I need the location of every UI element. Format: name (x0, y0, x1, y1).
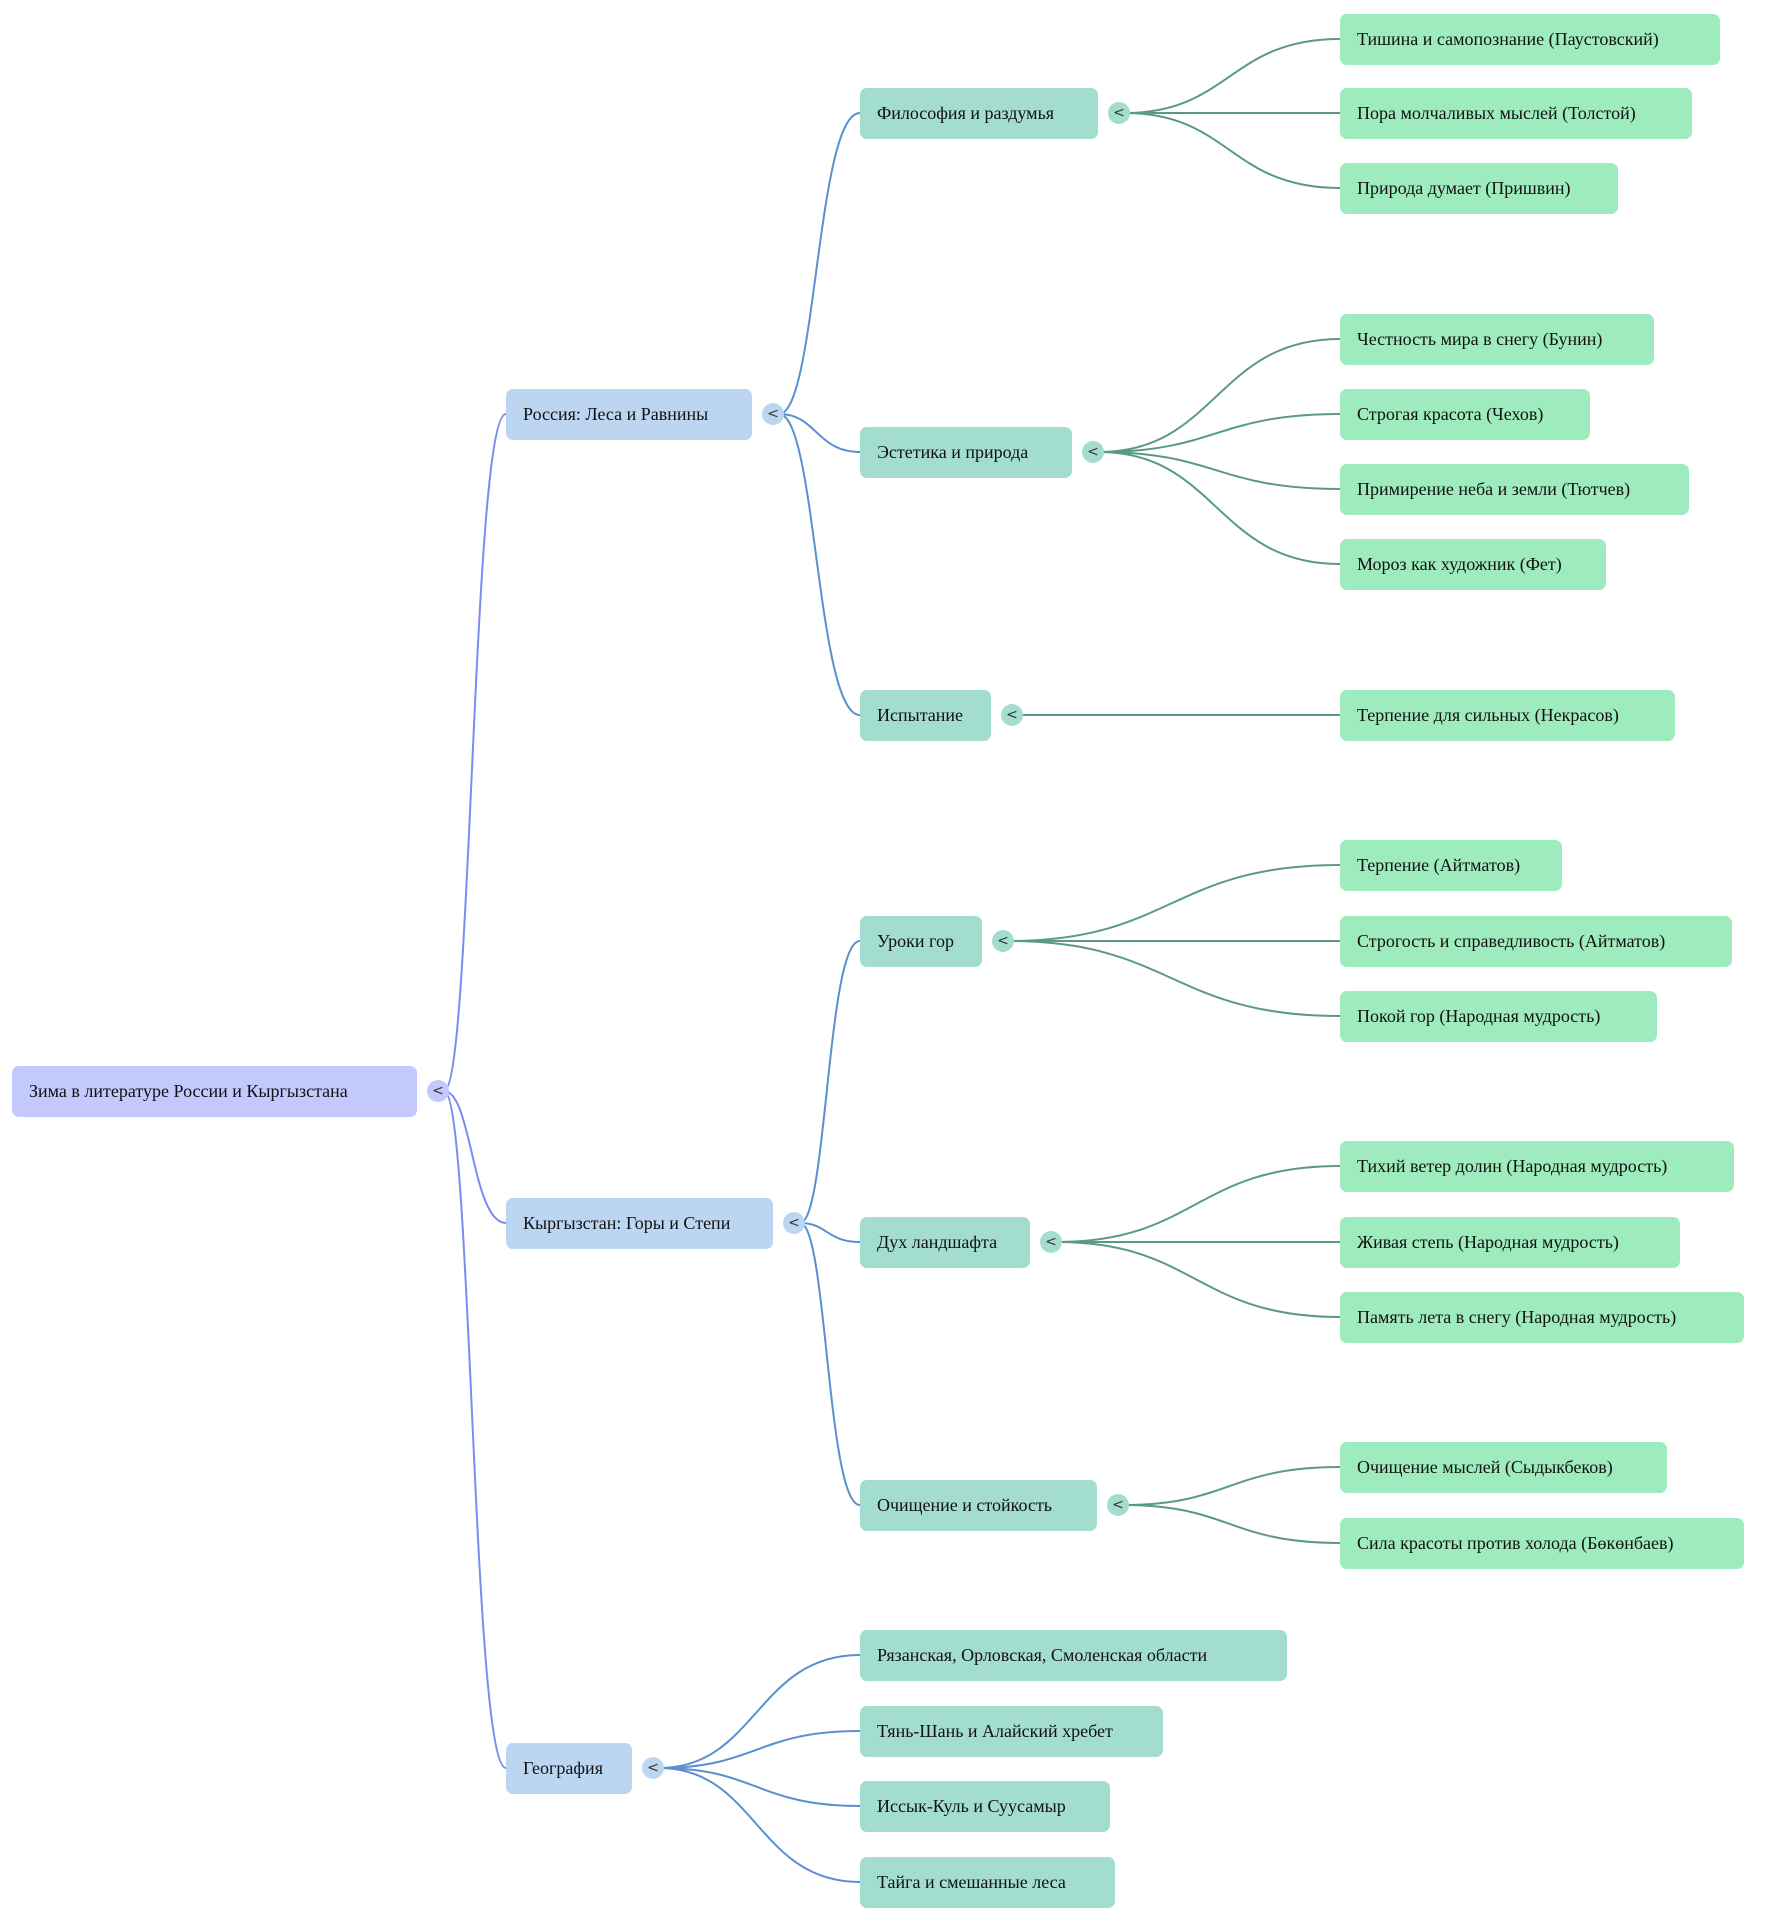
node-label: Природа думает (Пришвин) (1357, 177, 1571, 198)
node-label: Мороз как художник (Фет) (1357, 553, 1562, 574)
leaf-node[interactable]: Тянь-Шань и Алайский хребет (860, 1705, 1163, 1757)
connector-line (658, 1730, 861, 1769)
node-label: Эстетика и природа (877, 441, 1029, 462)
leaf-node[interactable]: Мороз как художник (Фет) (1340, 538, 1606, 590)
branch-node[interactable]: Очищение и стойкость (860, 1479, 1097, 1531)
node-label: Очищение и стойкость (877, 1494, 1053, 1515)
leaf-node[interactable]: Пора молчаливых мыслей (Толстой) (1340, 87, 1692, 139)
branch-node[interactable]: Испытание (860, 689, 991, 741)
connector-line (658, 1767, 861, 1807)
branch-node[interactable]: Эстетика и природа (860, 426, 1072, 478)
connector-line (1098, 413, 1341, 453)
leaf-node[interactable]: Строгость и справедливость (Айтматов) (1340, 915, 1732, 967)
connector-line (1123, 1466, 1341, 1506)
leaf-node[interactable]: Примирение неба и земли (Тютчев) (1340, 463, 1689, 515)
connector-line (799, 940, 861, 1224)
connector-line (443, 1090, 507, 1224)
node-label: География (523, 1757, 603, 1778)
leaf-node[interactable]: Честность мира в снегу (Бунин) (1340, 313, 1654, 365)
connector-line (658, 1654, 861, 1769)
collapse-toggle-icon[interactable]: < (427, 1080, 449, 1102)
collapse-toggle-icon[interactable]: < (783, 1212, 805, 1234)
node-label: Дух ландшафта (877, 1231, 998, 1252)
node-label: Строгость и справедливость (Айтматов) (1357, 930, 1666, 951)
node-label: Пора молчаливых мыслей (Толстой) (1357, 102, 1636, 123)
branch-node[interactable]: Уроки гор (860, 915, 982, 967)
connector-line (778, 112, 861, 415)
collapse-toggle-icon[interactable]: < (1082, 441, 1104, 463)
leaf-node[interactable]: Строгая красота (Чехов) (1340, 388, 1590, 440)
connector-line (799, 1222, 861, 1506)
leaf-node[interactable]: Рязанская, Орловская, Смоленская области (860, 1629, 1287, 1681)
leaf-node[interactable]: Природа думает (Пришвин) (1340, 162, 1618, 214)
connector-line (658, 1767, 861, 1883)
leaf-node[interactable]: Терпение для сильных (Некрасов) (1340, 689, 1675, 741)
node-label: Испытание (877, 704, 964, 725)
node-label: Зима в литературе России и Кыргызстана (29, 1080, 348, 1101)
connector-line (1124, 38, 1341, 114)
connector-line (1124, 112, 1341, 189)
connector-line (1098, 451, 1341, 490)
collapse-toggle-icon[interactable]: < (642, 1757, 664, 1779)
node-label: Уроки гор (877, 930, 954, 951)
branch-node[interactable]: Россия: Леса и Равнины (506, 388, 752, 440)
leaf-node[interactable]: Иссык-Куль и Суусамыр (860, 1780, 1110, 1832)
branch-node[interactable]: География (506, 1742, 632, 1794)
node-label: Живая степь (Народная мудрость) (1357, 1231, 1619, 1252)
node-label: Терпение (Айтматов) (1357, 854, 1521, 875)
node-label: Кыргызстан: Горы и Степи (523, 1212, 731, 1233)
connector-line (443, 1090, 507, 1769)
connector-line (1008, 940, 1341, 1017)
node-label: Сила красоты против холода (Бөкөнбаев) (1357, 1532, 1674, 1553)
node-label: Тянь-Шань и Алайский хребет (877, 1720, 1113, 1741)
node-label: Философия и раздумья (877, 102, 1055, 123)
node-label: Память лета в снегу (Народная мудрость) (1357, 1306, 1677, 1327)
leaf-node[interactable]: Тайга и смешанные леса (860, 1856, 1115, 1908)
connector-line (799, 1222, 861, 1243)
node-label: Иссык-Куль и Суусамыр (877, 1795, 1066, 1816)
connector-line (778, 413, 861, 453)
node-label: Честность мира в снегу (Бунин) (1357, 328, 1603, 349)
leaf-node[interactable]: Терпение (Айтматов) (1340, 839, 1562, 891)
connector-line (1056, 1241, 1341, 1318)
node-label: Покой гор (Народная мудрость) (1357, 1005, 1601, 1026)
leaf-node[interactable]: Сила красоты против холода (Бөкөнбаев) (1340, 1517, 1744, 1569)
leaf-node[interactable]: Очищение мыслей (Сыдыкбеков) (1340, 1441, 1667, 1493)
collapse-toggle-icon[interactable]: < (762, 403, 784, 425)
node-label: Россия: Леса и Равнины (523, 403, 709, 424)
node-label: Терпение для сильных (Некрасов) (1357, 704, 1619, 725)
node-label: Тихий ветер долин (Народная мудрость) (1357, 1155, 1668, 1176)
branch-node[interactable]: Кыргызстан: Горы и Степи (506, 1197, 773, 1249)
collapse-toggle-icon[interactable]: < (1107, 1494, 1129, 1516)
leaf-node[interactable]: Память лета в снегу (Народная мудрость) (1340, 1291, 1744, 1343)
connector-line (1056, 1165, 1341, 1243)
collapse-toggle-icon[interactable]: < (1108, 102, 1130, 124)
node-label: Строгая красота (Чехов) (1357, 403, 1544, 424)
connector-line (778, 413, 861, 716)
leaf-node[interactable]: Тишина и самопознание (Паустовский) (1340, 13, 1720, 65)
node-label: Примирение неба и земли (Тютчев) (1357, 478, 1631, 499)
node-label: Тайга и смешанные леса (877, 1871, 1066, 1892)
leaf-node[interactable]: Покой гор (Народная мудрость) (1340, 990, 1657, 1042)
leaf-node[interactable]: Тихий ветер долин (Народная мудрость) (1340, 1140, 1734, 1192)
node-label: Рязанская, Орловская, Смоленская области (877, 1644, 1208, 1665)
collapse-toggle-icon[interactable]: < (1040, 1231, 1062, 1253)
connector-line (1098, 338, 1341, 453)
collapse-toggle-icon[interactable]: < (992, 930, 1014, 952)
node-label: Очищение мыслей (Сыдыкбеков) (1357, 1456, 1613, 1477)
node-label: Тишина и самопознание (Паустовский) (1357, 28, 1659, 49)
connector-line (1098, 451, 1341, 565)
root-node[interactable]: Зима в литературе России и Кыргызстана (12, 1065, 417, 1117)
connector-line (1008, 864, 1341, 942)
branch-node[interactable]: Философия и раздумья (860, 87, 1098, 139)
connector-line (443, 413, 507, 1092)
connector-line (1123, 1504, 1341, 1544)
collapse-toggle-icon[interactable]: < (1001, 704, 1023, 726)
branch-node[interactable]: Дух ландшафта (860, 1216, 1030, 1268)
leaf-node[interactable]: Живая степь (Народная мудрость) (1340, 1216, 1680, 1268)
